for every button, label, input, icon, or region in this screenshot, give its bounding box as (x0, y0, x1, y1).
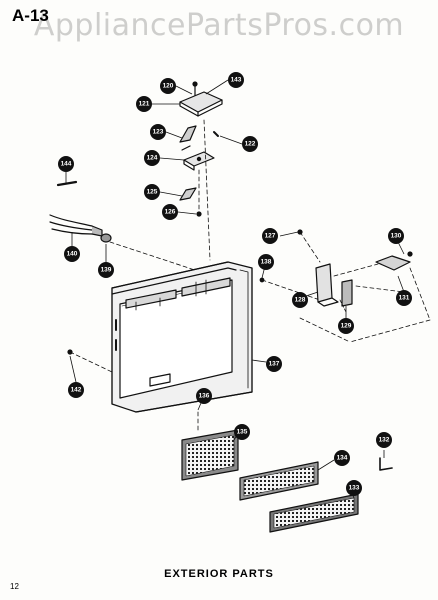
svg-text:131: 131 (399, 295, 410, 302)
callout-140: 140 (64, 246, 80, 262)
callout-136: 136 (196, 388, 212, 404)
svg-text:136: 136 (199, 393, 210, 400)
callout-134: 134 (334, 450, 350, 466)
page-reference: A-13 (12, 6, 49, 25)
svg-text:129: 129 (341, 323, 352, 330)
watermark: AppliancePartsPros.com (33, 8, 405, 43)
right-side-brackets (259, 229, 431, 343)
callout-124: 124 (144, 150, 160, 166)
svg-text:132: 132 (379, 437, 390, 444)
svg-text:121: 121 (139, 101, 150, 108)
callout-127: 127 (262, 228, 278, 244)
callout-121: 121 (136, 96, 152, 112)
callout-122: 122 (242, 136, 258, 152)
side-screw (67, 349, 113, 373)
svg-text:144: 144 (61, 161, 72, 168)
svg-text:125: 125 (147, 189, 158, 196)
callout-130: 130 (388, 228, 404, 244)
callout-120: 120 (160, 78, 176, 94)
svg-text:143: 143 (231, 77, 242, 84)
callout-137: 137 (266, 356, 282, 372)
callout-131: 131 (396, 290, 412, 306)
svg-text:122: 122 (245, 141, 256, 148)
callout-129: 129 (338, 318, 354, 334)
svg-text:130: 130 (391, 233, 402, 240)
callout-132: 132 (376, 432, 392, 448)
svg-text:135: 135 (237, 429, 248, 436)
svg-text:142: 142 (71, 387, 82, 394)
callout-144: 144 (58, 156, 74, 172)
callout-135: 135 (234, 424, 250, 440)
callout-123: 123 (150, 124, 166, 140)
diagram-caption: EXTERIOR PARTS (164, 568, 274, 580)
svg-text:126: 126 (165, 209, 176, 216)
svg-text:138: 138 (261, 259, 272, 266)
cord-and-screw (49, 180, 211, 276)
svg-text:127: 127 (265, 233, 276, 240)
svg-text:123: 123 (153, 129, 164, 136)
callout-143: 143 (228, 72, 244, 88)
callout-bubbles: 120 143 121 123 122 124 144 125 126 140 … (58, 72, 412, 496)
callout-138: 138 (258, 254, 274, 270)
cabinet-front-frame (111, 261, 253, 413)
svg-text:124: 124 (147, 155, 158, 162)
callout-126: 126 (162, 204, 178, 220)
callout-133: 133 (346, 480, 362, 496)
svg-text:133: 133 (349, 485, 360, 492)
page-number: 12 (10, 582, 19, 591)
svg-text:139: 139 (101, 267, 112, 274)
callout-139: 139 (98, 262, 114, 278)
top-bracket-assembly (179, 81, 223, 261)
grille-panels (181, 411, 393, 533)
svg-text:140: 140 (67, 251, 78, 258)
svg-text:134: 134 (337, 455, 348, 462)
svg-text:120: 120 (163, 83, 174, 90)
callout-142: 142 (68, 382, 84, 398)
callout-128: 128 (292, 292, 308, 308)
svg-text:128: 128 (295, 297, 306, 304)
svg-text:137: 137 (269, 361, 280, 368)
callout-125: 125 (144, 184, 160, 200)
